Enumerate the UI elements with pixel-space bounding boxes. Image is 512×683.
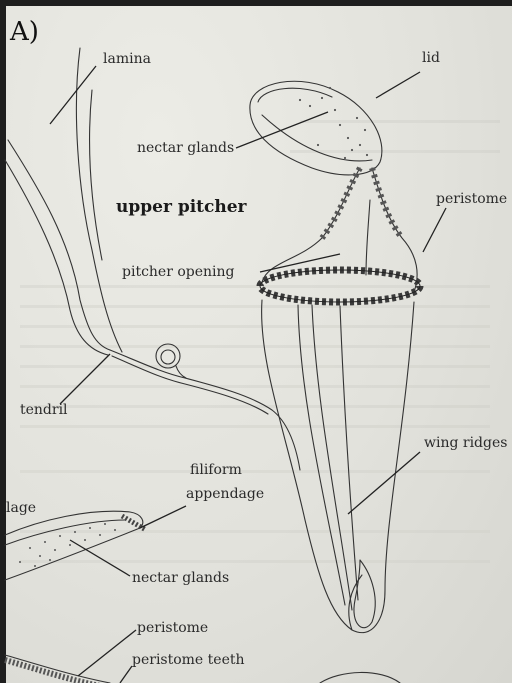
label-lamina: lamina [103, 51, 151, 67]
label-tendril: tendril [20, 402, 68, 418]
lamina-drawing [5, 48, 122, 355]
label-nectar-glands-top: nectar glands [137, 140, 234, 156]
label-lid: lid [422, 50, 440, 66]
label-filiform-line1: filiform [190, 462, 242, 478]
label-filiform-line2: appendage [186, 486, 264, 502]
lid-drawing [250, 81, 382, 175]
label-nectar-glands-bottom: nectar glands [132, 570, 229, 586]
panel-label: A) [9, 17, 39, 47]
figure-title: upper pitcher [116, 197, 248, 217]
label-pitcher-opening: pitcher opening [122, 264, 235, 280]
label-peristome-teeth: peristome teeth [132, 652, 245, 668]
label-wing-ridges: wing ridges [424, 435, 507, 451]
leader-lines [50, 66, 446, 683]
label-lage-cut: lage [6, 500, 36, 516]
label-peristome-bottom: peristome [137, 620, 208, 636]
label-peristome-right: peristome [436, 191, 507, 207]
